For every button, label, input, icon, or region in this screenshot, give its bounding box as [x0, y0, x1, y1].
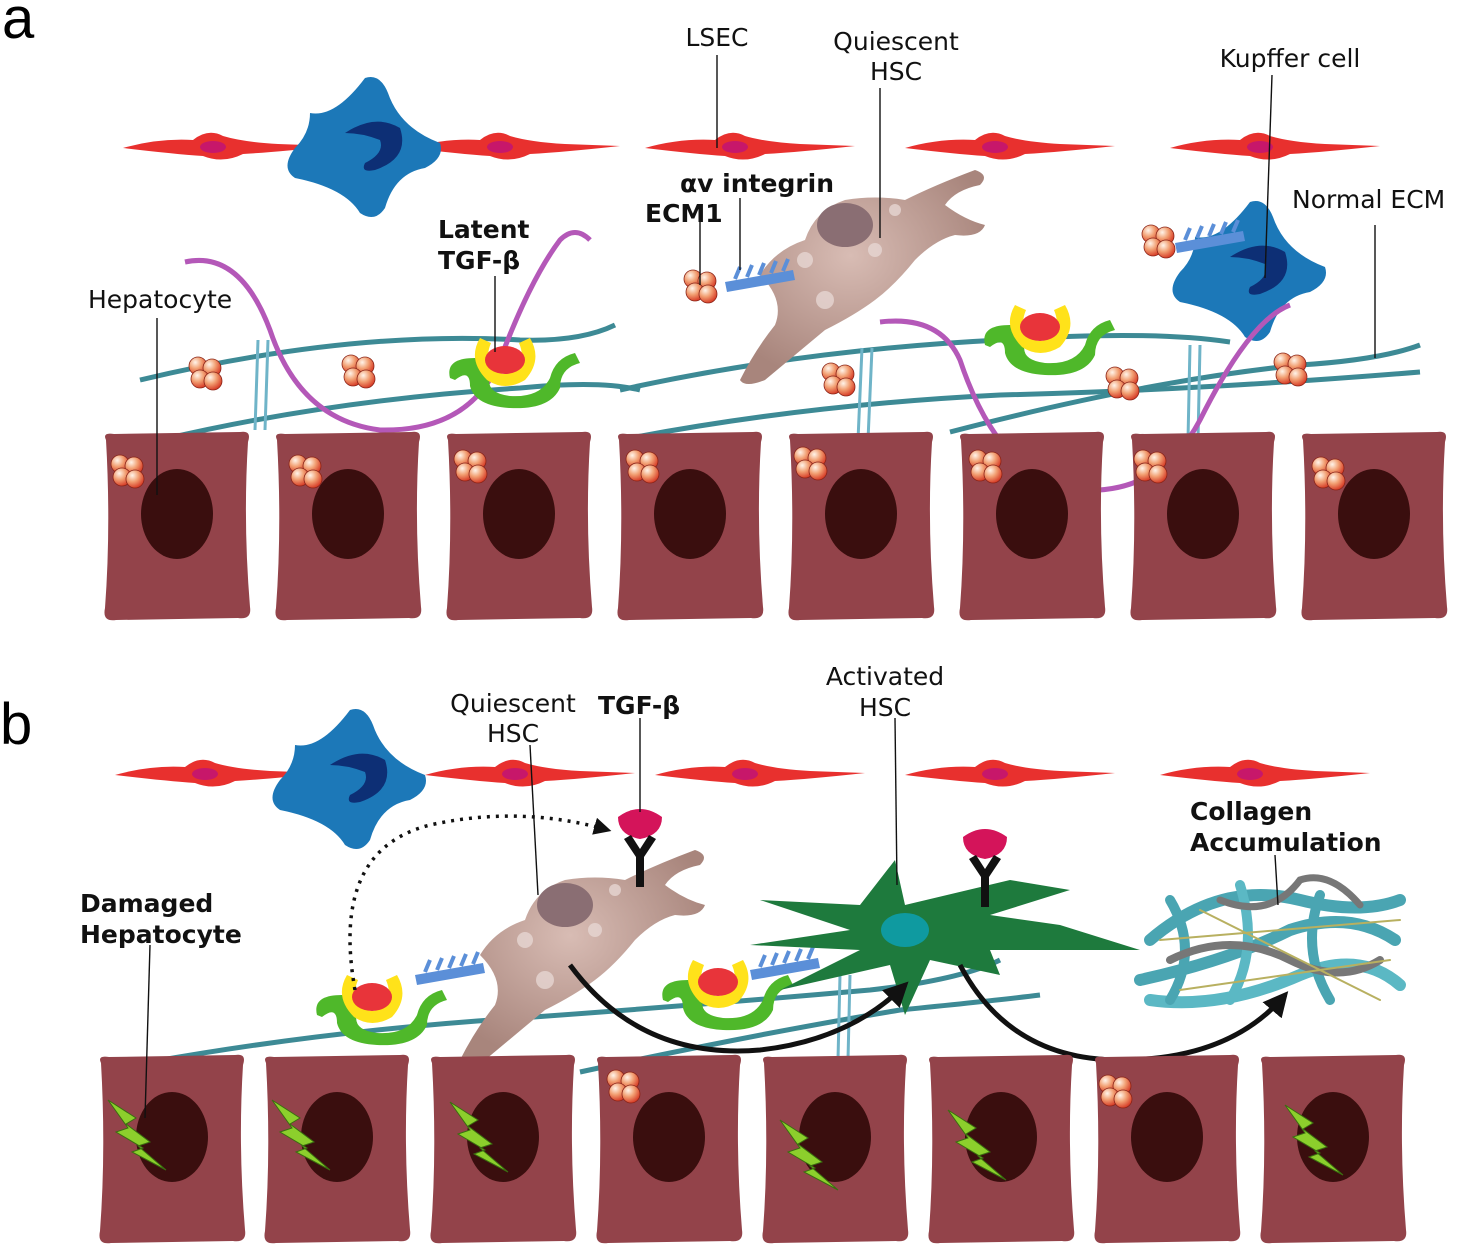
damaged-hepatocyte-cell-icon [430, 1054, 577, 1244]
panel-b: b [0, 662, 1407, 1244]
ecm1-cluster-icon [1141, 224, 1176, 259]
latent-tgf-label-line2: TGF-β [438, 246, 520, 275]
ecm1-cluster-icon [821, 362, 856, 397]
lsec-cell-icon [645, 132, 855, 160]
lsec-label: LSEC [685, 23, 748, 52]
panel-b-label: b [0, 692, 32, 757]
ecm1-cluster-icon [968, 449, 1003, 484]
lsec-cell-icon [1160, 759, 1370, 787]
ecm1-cluster-icon [188, 356, 223, 391]
lsec-cell-icon [1170, 132, 1380, 160]
kupffer-cell-icon [272, 709, 426, 849]
quiescent-hsc-label-line2: HSC [870, 57, 922, 86]
lsec-cell-icon [425, 759, 635, 787]
ecm1-cluster-icon [1105, 366, 1140, 401]
latent-tgf-icon [449, 338, 580, 409]
activated-hsc-icon [750, 860, 1140, 1015]
damaged-hepatocyte-cell-icon [1260, 1054, 1407, 1244]
kupffer-cell-label: Kupffer cell [1220, 44, 1361, 73]
ecm1-cluster-icon [625, 449, 660, 484]
quiescent-hsc-b-label-line2: HSC [487, 719, 539, 748]
lsec-cell-icon [905, 759, 1115, 787]
damaged-hepatocyte-cell-icon [99, 1054, 246, 1244]
damaged-hepatocyte-cell-icon [264, 1054, 411, 1244]
lsec-cell-icon [410, 132, 620, 160]
ecm1-cluster-icon [341, 354, 376, 389]
panel-a: a [2, 0, 1448, 621]
collagen-accumulation-label-line1: Collagen [1190, 797, 1312, 826]
ecm1-cluster-icon [793, 446, 828, 481]
hepatocyte-label: Hepatocyte [88, 285, 232, 314]
av-integrin-label: αv integrin [680, 169, 834, 198]
ecm1-cluster-icon [1098, 1074, 1133, 1109]
hepatocyte-row-b [99, 1054, 1407, 1244]
ecm1-cluster-icon [110, 454, 145, 489]
damaged-hepatocyte-cell-icon [762, 1054, 909, 1244]
damaged-hepatocyte-cell-icon [928, 1054, 1075, 1244]
tgf-beta-label: TGF-β [598, 691, 680, 720]
panel-a-label: a [2, 0, 35, 51]
latent-tgf-label-line1: Latent [438, 215, 530, 244]
integrin-icon [748, 945, 822, 982]
leader-lines-b [144, 717, 1279, 1119]
ecm1-cluster-icon [1311, 456, 1346, 491]
damaged-hepatocyte-label-line2: Hepatocyte [80, 920, 242, 949]
ecm1-cluster-icon [453, 449, 488, 484]
collagen-accumulation-label-line2: Accumulation [1190, 828, 1382, 857]
latent-tgf-icon [984, 305, 1115, 376]
ecm1-cluster-icon [606, 1069, 641, 1104]
kupffer-cell-icon [1172, 201, 1326, 341]
ecm1-label: ECM1 [645, 199, 723, 228]
lsec-cell-icon [655, 759, 865, 787]
damaged-hepatocyte-label-line1: Damaged [80, 889, 213, 918]
ecm1-cluster-icon [1133, 449, 1168, 484]
ecm1-cluster-icon [1273, 352, 1308, 387]
activated-hsc-label-line1: Activated [826, 662, 944, 691]
leader-lines-a [156, 55, 1376, 495]
collagen-mesh-icon [1134, 874, 1406, 1009]
quiescent-hsc-b-label-line1: Quiescent [450, 689, 576, 718]
normal-ecm-label: Normal ECM [1292, 185, 1445, 214]
activated-hsc-label-line2: HSC [859, 693, 911, 722]
integrin-icon [413, 950, 487, 987]
kupffer-cell-icon [287, 77, 441, 217]
ecm1-cluster-icon [288, 454, 323, 489]
quiescent-hsc-label-line1: Quiescent [833, 27, 959, 56]
lsec-cell-icon [905, 132, 1115, 160]
quiescent-hsc-icon [460, 850, 705, 1064]
